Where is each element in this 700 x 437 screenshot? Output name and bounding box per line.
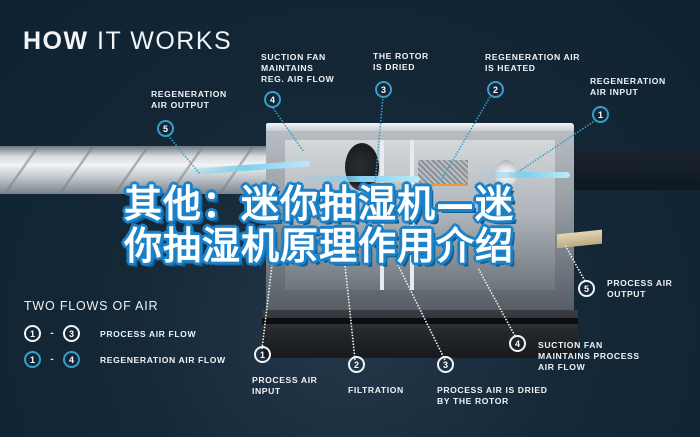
base-shadow: [262, 318, 578, 324]
panel-divider: [380, 140, 384, 290]
legend-label: PROCESS AIR FLOW: [100, 328, 197, 339]
step-badge: 1: [592, 106, 609, 123]
step-badge: 2: [487, 81, 504, 98]
callout-filtration: 2 FILTRATION: [348, 356, 404, 396]
callout-process-dried: 3 PROCESS AIR IS DRIED BY THE ROTOR: [437, 356, 548, 407]
callout-label: REGENERATION AIR OUTPUT: [151, 89, 227, 110]
callout-regen-input: REGENERATION AIR INPUT 1: [590, 76, 666, 123]
callout-regen-suction-fan: SUCTION FAN MAINTAINS REG. AIR FLOW 4: [261, 52, 334, 108]
step-badge: 4: [264, 91, 281, 108]
callout-process-output: 5 PROCESS AIR OUTPUT: [578, 278, 673, 300]
callout-regen-output: REGENERATION AIR OUTPUT 5: [151, 89, 227, 137]
legend-badge-to: 4: [63, 351, 80, 368]
step-badge: 5: [578, 280, 595, 297]
step-badge: 1: [254, 346, 271, 363]
callout-label: PROCESS AIR OUTPUT: [607, 278, 673, 299]
legend-row-process: 1 - 3 PROCESS AIR FLOW: [24, 325, 226, 342]
heater-element: [418, 160, 468, 186]
callout-label: SUCTION FAN MAINTAINS PROCESS AIR FLOW: [538, 340, 640, 372]
machine-lid: [266, 123, 574, 131]
panel-divider: [410, 140, 414, 290]
callout-label: PROCESS AIR IS DRIED BY THE ROTOR: [437, 385, 548, 406]
legend-row-regeneration: 1 - 4 REGENERATION AIR FLOW: [24, 351, 226, 368]
outlet-duct: [574, 150, 700, 190]
airflow-stream: [480, 172, 570, 178]
step-badge: 4: [509, 335, 526, 352]
desiccant-rotor: [345, 143, 379, 191]
overlay-title-line1: 其他：迷你抽湿机—迷: [124, 182, 515, 226]
legend-badge-to: 3: [63, 325, 80, 342]
legend-separator: -: [50, 328, 54, 339]
title-rest: IT WORKS: [88, 27, 233, 55]
page-title: HOW IT WORKS: [23, 27, 232, 56]
step-badge: 2: [348, 356, 365, 373]
legend-badge-from: 1: [24, 325, 41, 342]
title-bold: HOW: [23, 27, 89, 55]
legend-badge-from: 1: [24, 351, 41, 368]
callout-label: SUCTION FAN MAINTAINS REG. AIR FLOW: [261, 52, 335, 84]
step-badge: 3: [437, 356, 454, 373]
airflow-stream: [300, 176, 420, 182]
legend-separator: -: [50, 354, 54, 365]
callout-label: THE ROTOR IS DRIED: [373, 51, 429, 72]
callout-label: REGENERATION AIR IS HEATED: [485, 52, 581, 73]
legend: 1 - 3 PROCESS AIR FLOW 1 - 4 REGENERATIO…: [24, 325, 226, 368]
callout-rotor-dried: THE ROTOR IS DRIED 3: [373, 51, 429, 98]
callout-process-input: 1 PROCESS AIR INPUT: [252, 346, 318, 397]
step-badge: 3: [375, 81, 392, 98]
step-badge: 5: [157, 120, 174, 137]
callout-regen-heated: REGENERATION AIR IS HEATED 2: [485, 52, 580, 98]
legend-label: REGENERATION AIR FLOW: [100, 354, 226, 365]
callout-process-suction-fan: 4 SUCTION FAN MAINTAINS PROCESS AIR FLOW: [509, 334, 640, 373]
callout-label: FILTRATION: [348, 385, 404, 395]
callout-label: REGENERATION AIR INPUT: [590, 76, 666, 97]
callout-label: PROCESS AIR INPUT: [252, 375, 318, 396]
overlay-title-line2: 你抽湿机原理作用介绍: [124, 224, 515, 268]
legend-title: TWO FLOWS OF AIR: [24, 299, 159, 313]
